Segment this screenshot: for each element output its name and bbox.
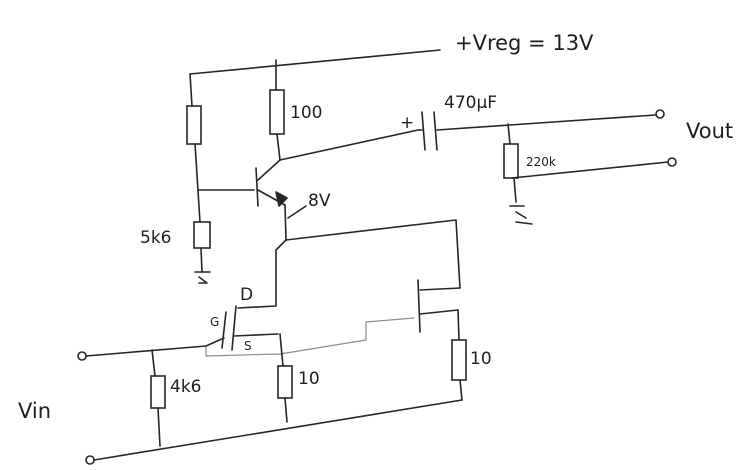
wire-cap-to-vout — [436, 114, 656, 131]
mosfet-left-source-leg — [233, 333, 279, 337]
resistor-220k — [503, 143, 519, 179]
mosfet-right-source-leg — [419, 309, 459, 315]
source-label: S — [244, 339, 252, 353]
resistor-source-left — [277, 365, 293, 399]
resistor-source-right-label: 10 — [470, 349, 492, 369]
wire-collector-to-cap — [279, 129, 419, 161]
bottom-rail — [93, 399, 463, 461]
wire-load-top — [507, 123, 511, 145]
capacitor-plus-label: + — [400, 113, 414, 133]
mosfet-right-drain-leg — [419, 287, 461, 291]
resistor-source-right — [451, 339, 467, 381]
wire-source-left — [279, 333, 284, 367]
wire-drain — [237, 239, 287, 309]
wire-gate-resistor-top — [151, 349, 156, 377]
mosfet-right-channel — [417, 279, 421, 333]
gate-label: G — [210, 315, 219, 329]
resistor-5k6-label: 5k6 — [140, 228, 171, 248]
wire-base-divider — [194, 143, 201, 223]
wire-gate-resistor-bottom — [157, 407, 161, 447]
capacitor-label: 470µF — [444, 93, 497, 113]
bjt-collector-leg — [257, 159, 281, 181]
resistor-base-top — [186, 105, 202, 145]
capacitor-plate-b — [433, 111, 438, 151]
resistor-100-label: 100 — [290, 103, 322, 123]
wire-source-left-bottom — [284, 397, 288, 423]
emitter-voltage-label: 8V — [308, 191, 331, 211]
drain-label: D — [240, 285, 253, 305]
vout-terminal-bottom[interactable] — [667, 157, 677, 167]
wire-vin-to-gate — [85, 337, 225, 357]
bjt-emitter-arrow — [275, 191, 288, 207]
resistor-5k6 — [193, 221, 211, 249]
wire-load-to-vout-bottom — [511, 161, 669, 179]
vin-terminal-bottom[interactable] — [85, 455, 95, 465]
wire-emitter-down — [284, 204, 287, 241]
vout-label: Vout — [686, 119, 733, 143]
resistor-4k6 — [150, 375, 166, 409]
bjt-base-bar — [255, 167, 259, 207]
resistor-source-left-label: 10 — [298, 369, 320, 389]
supply-rail — [189, 49, 441, 75]
wire-left-top — [189, 73, 193, 107]
pencil-gray-wire — [205, 317, 415, 357]
ground-220k — [509, 177, 533, 225]
resistor-100 — [269, 89, 285, 135]
resistor-4k6-label: 4k6 — [170, 377, 201, 397]
capacitor-plate-a — [421, 111, 426, 151]
mosfet-left-channel — [231, 305, 237, 351]
emitter-label-leader — [287, 205, 307, 219]
vout-terminal-top[interactable] — [655, 109, 665, 119]
vin-label: Vin — [18, 399, 51, 423]
wire-source-right — [457, 309, 460, 341]
vin-terminal-top[interactable] — [77, 351, 87, 361]
wire-5k6-ground — [200, 247, 203, 273]
wire-collector — [276, 133, 281, 161]
mosfet-left-gate-bar — [221, 311, 227, 349]
ground-5k6 — [194, 271, 211, 284]
wire-emitter-to-right-mosfet — [285, 219, 461, 289]
wire-source-right-bottom — [459, 379, 463, 401]
supply-voltage-label: +Vreg = 13V — [455, 31, 594, 55]
resistor-220k-label: 220k — [526, 155, 556, 169]
